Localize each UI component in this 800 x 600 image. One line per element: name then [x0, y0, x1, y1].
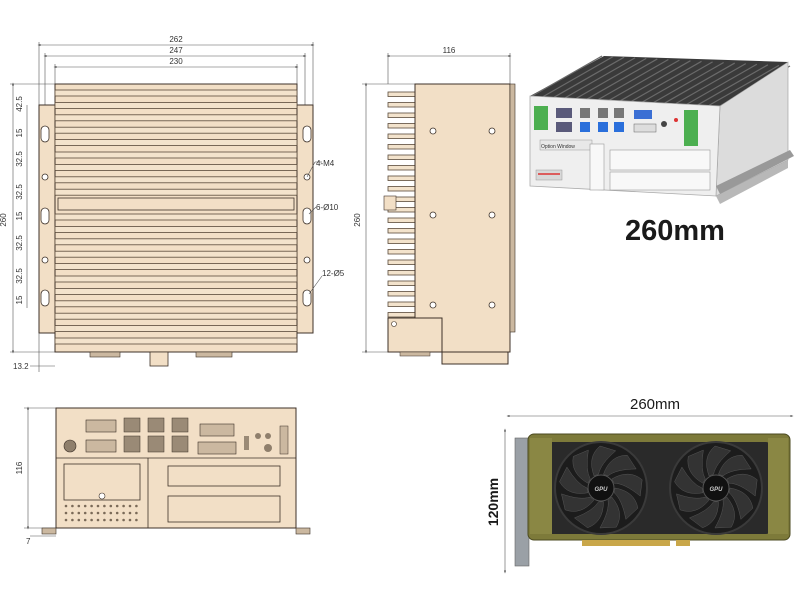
- width-230-label: 230: [169, 57, 183, 66]
- foot-7-label: 7: [26, 537, 31, 546]
- spacing-32-5-d: 32.5: [15, 268, 24, 284]
- callout-4-m4: 4-M4: [316, 159, 335, 168]
- side-view-drawing: 116 260: [353, 46, 516, 365]
- spacing-32-5-b: 32.5: [15, 184, 24, 200]
- spacing-42-5: 42.5: [15, 96, 24, 112]
- height-260-label: 260: [0, 213, 8, 227]
- gpu-length-label: 260mm: [630, 396, 680, 413]
- spacing-32-5-c: 32.5: [15, 235, 24, 251]
- spacing-15-a: 15: [15, 128, 24, 137]
- front-view-drawing: 262 247 230 260 42.5 15 32.5 32.5 15 32.…: [0, 35, 345, 372]
- box-pc-illustration: Option Window 260mm: [529, 55, 794, 247]
- box-pc-size-label: 260mm: [625, 215, 725, 247]
- spacing-32-5-a: 32.5: [15, 151, 24, 167]
- option-window-label: Option Window: [541, 144, 575, 150]
- width-247-label: 247: [169, 46, 183, 55]
- bottom-height-116-label: 116: [15, 461, 24, 474]
- gpu-illustration: 260mm 120mm GPU GPU: [485, 396, 794, 574]
- width-262-label: 262: [169, 35, 183, 44]
- spacing-15-c: 15: [15, 295, 24, 304]
- gpu-fan-logo-left: GPU: [594, 487, 608, 493]
- callout-12-d5: 12-Ø5: [322, 269, 345, 278]
- offset-13-2-label: 13.2: [13, 362, 29, 371]
- side-height-260-label: 260: [353, 213, 362, 227]
- side-width-116-label: 116: [443, 46, 456, 55]
- gpu-height-label: 120mm: [485, 478, 501, 526]
- callout-6-d10: 6-Ø10: [316, 203, 339, 212]
- gpu-fan-logo-right: GPU: [709, 487, 723, 493]
- spacing-15-b: 15: [15, 211, 24, 220]
- bottom-view-drawing: 116 7: [15, 406, 311, 546]
